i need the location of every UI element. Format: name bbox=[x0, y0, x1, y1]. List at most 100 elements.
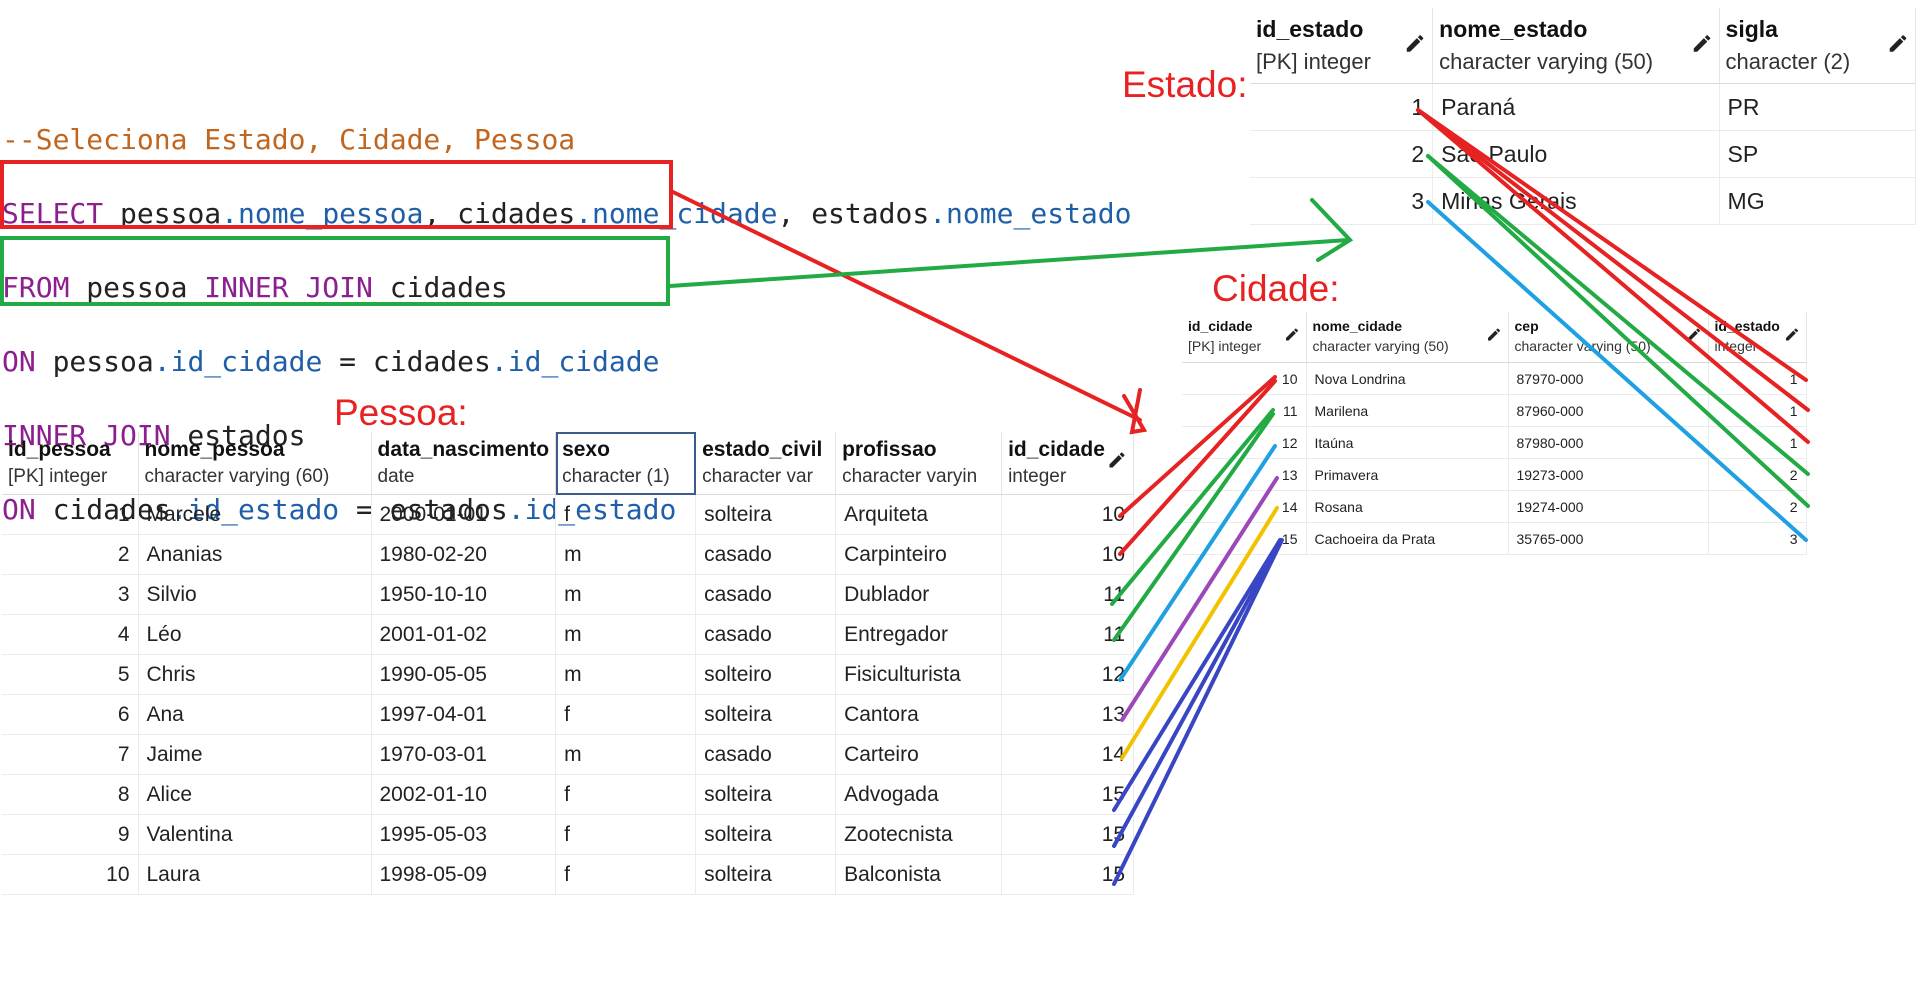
cell-sexo[interactable]: f bbox=[555, 494, 697, 535]
cell-nome_pessoa[interactable]: Jaime bbox=[138, 734, 372, 775]
cell-id_estado[interactable]: 2 bbox=[1250, 130, 1434, 178]
cell-id_pessoa[interactable]: 9 bbox=[2, 814, 139, 855]
cell-sexo[interactable]: f bbox=[555, 694, 697, 735]
cell-id_pessoa[interactable]: 8 bbox=[2, 774, 139, 815]
cell-sexo[interactable]: f bbox=[555, 854, 697, 895]
cell-sexo[interactable]: m bbox=[555, 654, 697, 695]
cell-cep[interactable]: 19273-000 bbox=[1508, 458, 1709, 491]
column-header-id_cidade[interactable]: id_cidade[PK] integer bbox=[1182, 312, 1307, 363]
cell-profissao[interactable]: Arquiteta bbox=[835, 494, 1003, 535]
cell-id_cidade[interactable]: 15 bbox=[1001, 774, 1135, 815]
cell-id_cidade[interactable]: 15 bbox=[1001, 814, 1135, 855]
cell-estado_civil[interactable]: solteira bbox=[695, 694, 837, 735]
cell-nome_pessoa[interactable]: Ana bbox=[138, 694, 372, 735]
pencil-icon[interactable] bbox=[1486, 327, 1502, 348]
cell-nome_pessoa[interactable]: Valentina bbox=[138, 814, 372, 855]
cell-profissao[interactable]: Carpinteiro bbox=[835, 534, 1003, 575]
cell-id_cidade[interactable]: 15 bbox=[1001, 854, 1135, 895]
cell-data_nascimento[interactable]: 1970-03-01 bbox=[371, 734, 557, 775]
cell-id_estado[interactable]: 3 bbox=[1250, 177, 1434, 225]
cell-cep[interactable]: 87980-000 bbox=[1508, 426, 1709, 459]
cell-id_cidade[interactable]: 10 bbox=[1182, 362, 1307, 395]
cell-id_cidade[interactable]: 10 bbox=[1001, 534, 1135, 575]
cell-data_nascimento[interactable]: 1998-05-09 bbox=[371, 854, 557, 895]
cell-nome_cidade[interactable]: Cachoeira da Prata bbox=[1306, 522, 1509, 555]
cell-estado_civil[interactable]: casado bbox=[695, 734, 837, 775]
cell-id_pessoa[interactable]: 3 bbox=[2, 574, 139, 615]
cell-sexo[interactable]: m bbox=[555, 614, 697, 655]
cell-sexo[interactable]: m bbox=[555, 534, 697, 575]
pencil-icon[interactable] bbox=[1784, 327, 1800, 348]
cell-profissao[interactable]: Advogada bbox=[835, 774, 1003, 815]
cell-data_nascimento[interactable]: 1990-05-05 bbox=[371, 654, 557, 695]
cell-data_nascimento[interactable]: 1997-04-01 bbox=[371, 694, 557, 735]
cell-nome_pessoa[interactable]: Alice bbox=[138, 774, 372, 815]
cell-profissao[interactable]: Entregador bbox=[835, 614, 1003, 655]
cell-id_pessoa[interactable]: 4 bbox=[2, 614, 139, 655]
cell-profissao[interactable]: Fisiculturista bbox=[835, 654, 1003, 695]
cell-nome_estado[interactable]: Paraná bbox=[1432, 83, 1720, 131]
cell-data_nascimento[interactable]: 2000-01-01 bbox=[371, 494, 557, 535]
pencil-icon[interactable] bbox=[1691, 32, 1713, 59]
cell-id_cidade[interactable]: 13 bbox=[1001, 694, 1135, 735]
cell-nome_pessoa[interactable]: Ananias bbox=[138, 534, 372, 575]
cell-nome_pessoa[interactable]: Marcele bbox=[138, 494, 372, 535]
column-header-id_pessoa[interactable]: id_pessoa[PK] integer bbox=[2, 432, 139, 495]
pencil-icon[interactable] bbox=[1887, 32, 1909, 59]
cell-sigla[interactable]: SP bbox=[1719, 130, 1916, 178]
cell-estado_civil[interactable]: solteira bbox=[695, 494, 837, 535]
cell-nome_cidade[interactable]: Itaúna bbox=[1306, 426, 1509, 459]
cell-cep[interactable]: 87970-000 bbox=[1508, 362, 1709, 395]
cell-cep[interactable]: 35765-000 bbox=[1508, 522, 1709, 555]
cell-profissao[interactable]: Cantora bbox=[835, 694, 1003, 735]
pencil-icon[interactable] bbox=[1107, 450, 1127, 476]
cell-sexo[interactable]: m bbox=[555, 574, 697, 615]
cell-estado_civil[interactable]: casado bbox=[695, 534, 837, 575]
cell-sexo[interactable]: m bbox=[555, 734, 697, 775]
cell-id_cidade[interactable]: 11 bbox=[1182, 394, 1307, 427]
cell-nome_cidade[interactable]: Primavera bbox=[1306, 458, 1509, 491]
cell-sigla[interactable]: MG bbox=[1719, 177, 1916, 225]
cell-id_pessoa[interactable]: 1 bbox=[2, 494, 139, 535]
cell-estado_civil[interactable]: solteiro bbox=[695, 654, 837, 695]
cell-data_nascimento[interactable]: 1995-05-03 bbox=[371, 814, 557, 855]
cell-estado_civil[interactable]: solteira bbox=[695, 814, 837, 855]
cell-id_estado[interactable]: 2 bbox=[1708, 458, 1807, 491]
cell-profissao[interactable]: Carteiro bbox=[835, 734, 1003, 775]
cell-nome_cidade[interactable]: Nova Londrina bbox=[1306, 362, 1509, 395]
cell-id_cidade[interactable]: 10 bbox=[1001, 494, 1135, 535]
cell-id_pessoa[interactable]: 2 bbox=[2, 534, 139, 575]
pencil-icon[interactable] bbox=[1404, 32, 1426, 59]
pencil-icon[interactable] bbox=[1686, 327, 1702, 348]
cell-data_nascimento[interactable]: 2001-01-02 bbox=[371, 614, 557, 655]
pencil-icon[interactable] bbox=[1284, 327, 1300, 348]
cell-id_cidade[interactable]: 14 bbox=[1001, 734, 1135, 775]
cell-data_nascimento[interactable]: 2002-01-10 bbox=[371, 774, 557, 815]
cell-sexo[interactable]: f bbox=[555, 814, 697, 855]
cell-profissao[interactable]: Dublador bbox=[835, 574, 1003, 615]
cell-nome_pessoa[interactable]: Léo bbox=[138, 614, 372, 655]
cell-nome_cidade[interactable]: Rosana bbox=[1306, 490, 1509, 523]
cell-id_pessoa[interactable]: 5 bbox=[2, 654, 139, 695]
column-header-id_estado[interactable]: id_estado[PK] integer bbox=[1250, 8, 1434, 84]
cell-data_nascimento[interactable]: 1950-10-10 bbox=[371, 574, 557, 615]
cell-sigla[interactable]: PR bbox=[1719, 83, 1916, 131]
cell-estado_civil[interactable]: solteira bbox=[695, 854, 837, 895]
